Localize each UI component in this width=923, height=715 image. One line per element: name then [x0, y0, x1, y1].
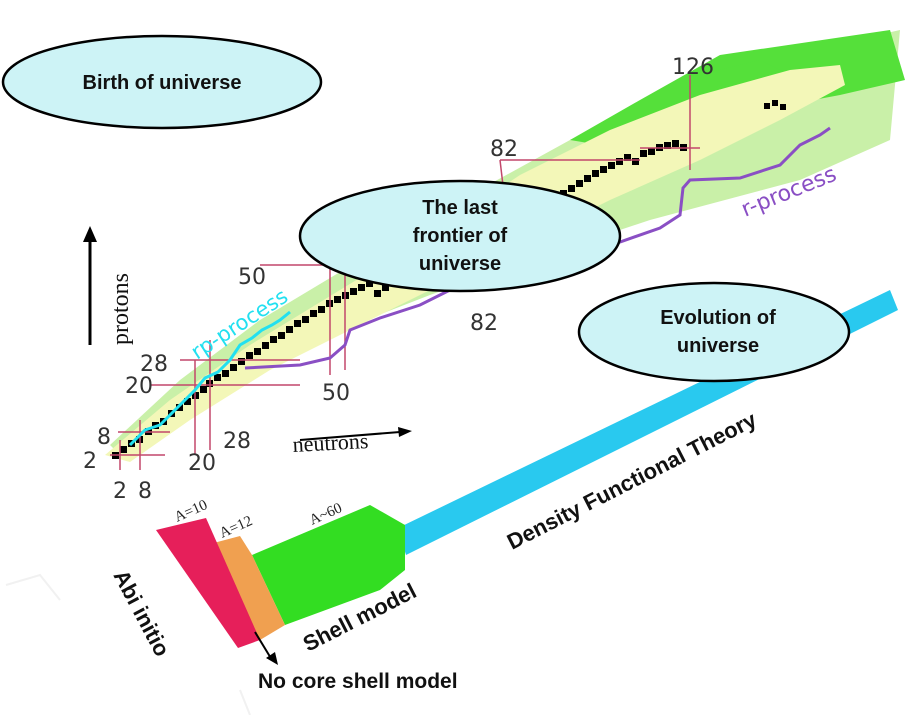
magic-z82: 82 [490, 137, 518, 162]
neutrons-label: neutrons [292, 428, 369, 457]
no-core-shell-region [206, 536, 285, 640]
magic-z8: 8 [97, 425, 111, 450]
shell-model-region [252, 505, 405, 625]
svg-text:The last: The last [422, 197, 498, 219]
no-core-shell-label: No core shell model [258, 670, 458, 693]
bubble-birth: Birth of universe [1, 34, 323, 130]
no-core-arrow [254, 631, 278, 665]
abi-initio-label: Abi initio [109, 566, 175, 661]
magic-lines [110, 75, 700, 470]
magic-z20: 20 [125, 374, 153, 399]
magic-n28: 28 [223, 429, 251, 454]
svg-text:universe: universe [677, 335, 759, 357]
magic-n50: 50 [322, 381, 350, 406]
magic-n8: 8 [138, 479, 152, 504]
neutron-drip-patch [700, 60, 790, 90]
magic-n82: 82 [470, 311, 498, 336]
magic-n20: 20 [188, 451, 216, 476]
svg-text:universe: universe [419, 253, 501, 275]
bubble-frontier: The last frontier of universe [298, 179, 622, 293]
svg-text:frontier of: frontier of [413, 225, 508, 247]
protons-label: protons [108, 273, 134, 345]
magic-z28: 28 [140, 352, 168, 377]
abi-initio-region [156, 518, 260, 648]
magic-z2: 2 [83, 449, 97, 474]
magic-n126: 126 [672, 55, 714, 80]
bubble-evolution: Evolution of universe [577, 281, 851, 383]
svg-text:Birth of universe: Birth of universe [83, 72, 242, 94]
rp-process-line [128, 310, 291, 447]
neutrons-arrow [299, 427, 412, 441]
protons-arrow [83, 226, 97, 345]
background-decoration [5, 573, 251, 715]
magic-z50: 50 [238, 265, 266, 290]
svg-text:Evolution of: Evolution of [660, 307, 776, 329]
magic-n2: 2 [113, 479, 127, 504]
